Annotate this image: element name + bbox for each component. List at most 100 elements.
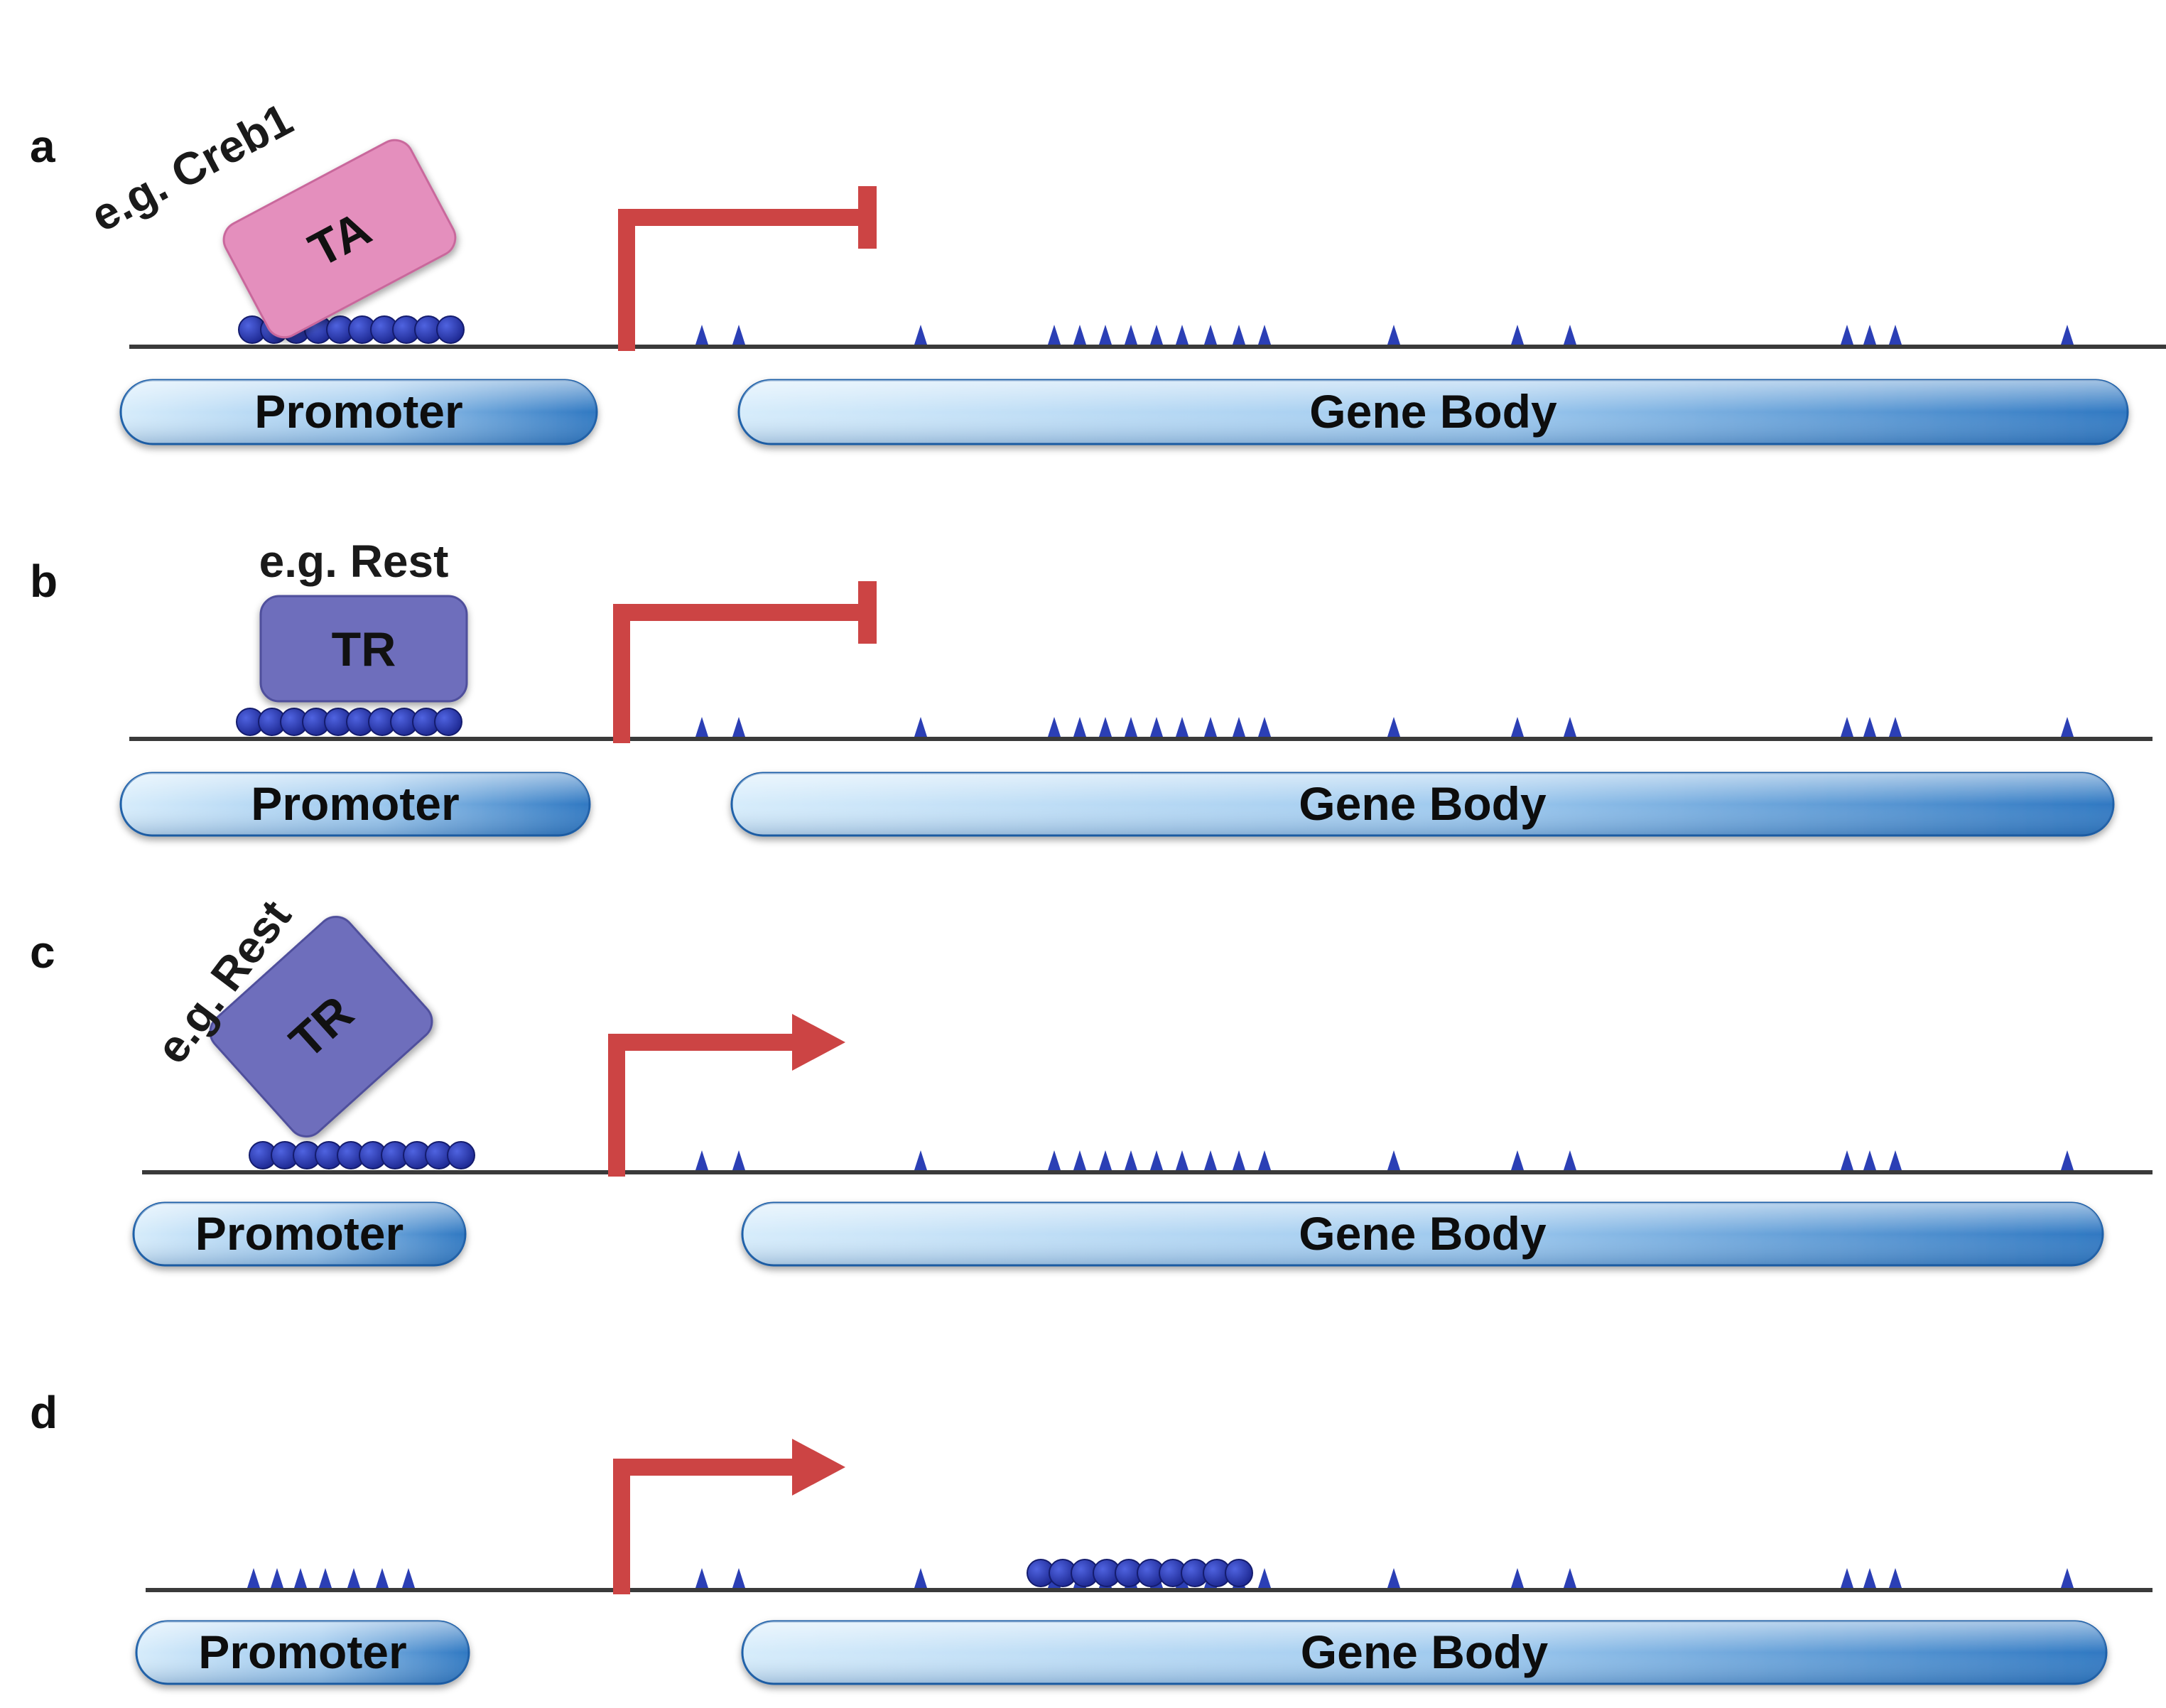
factor-name: TR (332, 622, 396, 676)
methylation-mark (1863, 325, 1876, 345)
methylation-mark (1564, 325, 1576, 345)
methylation-mark (1204, 717, 1217, 737)
bead (434, 708, 462, 736)
transcription-factor-ta: TA (222, 139, 457, 339)
gene-body-region-shine (742, 1203, 2103, 1265)
gene-body-region-label: Gene Body (1299, 1207, 1547, 1260)
methylation-mark (1841, 717, 1853, 737)
gene-body-region-label: Gene Body (1301, 1626, 1549, 1678)
methylation-mark (1204, 325, 1217, 345)
promoter-region-label: Promoter (195, 1207, 404, 1260)
methylation-mark (1176, 717, 1188, 737)
methylation-mark (1150, 1150, 1163, 1170)
methylation-mark (1511, 1150, 1524, 1170)
methylation-mark (1841, 1150, 1853, 1170)
gene-body-region-shine (739, 380, 2128, 444)
promoter-region: Promoter (119, 772, 591, 837)
gene-body-region-shine (732, 773, 2113, 836)
methylation-mark (1150, 717, 1163, 737)
factor-box (209, 916, 433, 1137)
methylation-mark (1073, 717, 1086, 737)
methylation-marks (695, 1150, 2074, 1170)
methylation-mark (1387, 325, 1400, 345)
tss-arrow-shaft (608, 1034, 792, 1177)
methylation-mark (2061, 717, 2074, 737)
methylation-mark (402, 1568, 415, 1588)
methylation-mark (1889, 717, 1902, 737)
methylation-mark (914, 1568, 927, 1588)
methylation-mark (1073, 1150, 1086, 1170)
methylation-mark (914, 1150, 927, 1170)
bead-cluster (236, 708, 462, 736)
methylation-mark (1511, 717, 1524, 737)
methylation-mark (914, 717, 927, 737)
methylation-mark (376, 1568, 389, 1588)
methylation-mark (247, 1568, 260, 1588)
methylation-mark (1863, 1568, 1876, 1588)
methylation-mark (1863, 717, 1876, 737)
methylation-mark (1258, 1150, 1271, 1170)
gene-body-region: Gene Body (730, 772, 2115, 837)
bead (436, 315, 465, 344)
panel-letter: b (30, 556, 58, 607)
promoter-region-label: Promoter (198, 1626, 406, 1678)
methylation-mark (914, 325, 927, 345)
promoter-region-label: Promoter (251, 777, 459, 830)
methylation-mark (347, 1568, 360, 1588)
tss-arrow-head (792, 1439, 845, 1496)
factor-example-label: e.g. Rest (259, 536, 449, 587)
methylation-mark (1564, 1150, 1576, 1170)
methylation-mark (1099, 1150, 1112, 1170)
bead-cluster (1027, 1559, 1253, 1587)
promoter-region-shine (134, 1203, 465, 1265)
gene-body-region-label: Gene Body (1309, 385, 1557, 438)
methylation-mark (1258, 325, 1271, 345)
methylation-mark (695, 1568, 708, 1588)
methylation-mark (1233, 325, 1245, 345)
bead (447, 1141, 475, 1169)
methylation-mark (732, 325, 745, 345)
methylation-mark (695, 1150, 708, 1170)
methylation-mark (1176, 1150, 1188, 1170)
methylation-mark (1125, 1150, 1137, 1170)
tss-arrow-shaft (613, 604, 861, 743)
methylation-mark (1099, 325, 1112, 345)
methylation-mark (1387, 717, 1400, 737)
methylation-mark (1564, 1568, 1576, 1588)
methylation-mark (1841, 325, 1853, 345)
methylation-mark (1889, 1568, 1902, 1588)
methylation-mark (319, 1568, 332, 1588)
panel-letter: c (30, 926, 55, 978)
methylation-mark (1233, 1150, 1245, 1170)
methylation-mark (2061, 1150, 2074, 1170)
panel-letter: d (30, 1387, 58, 1438)
methylation-mark (1125, 717, 1137, 737)
methylation-mark (695, 717, 708, 737)
gene-body-region: Gene Body (741, 1620, 2108, 1685)
methylation-mark (271, 1568, 283, 1588)
methylation-mark (1564, 717, 1576, 737)
promoter-region: Promoter (135, 1620, 470, 1685)
methylation-mark (732, 717, 745, 737)
methylation-mark (1387, 1150, 1400, 1170)
transcription-start-arrow (613, 581, 877, 743)
methylation-mark (1048, 1150, 1061, 1170)
promoter-region-shine (136, 1621, 469, 1684)
methylation-mark (2061, 325, 2074, 345)
methylation-mark (1204, 1150, 1217, 1170)
promoter-region: Promoter (132, 1201, 467, 1267)
factor-box (222, 139, 457, 339)
methylation-mark (1889, 1150, 1902, 1170)
methylation-mark (1258, 1568, 1271, 1588)
tss-arrow-shaft (613, 1459, 792, 1594)
panel-d: d (30, 1387, 2153, 1594)
methylation-mark (1048, 717, 1061, 737)
methylation-mark (1258, 717, 1271, 737)
promoter-region: Promoter (119, 379, 598, 445)
methylation-mark (294, 1568, 307, 1588)
methylation-mark (1511, 1568, 1524, 1588)
gene-body-region: Gene Body (737, 379, 2129, 445)
methylation-mark (1233, 717, 1245, 737)
methylation-mark (1387, 1568, 1400, 1588)
